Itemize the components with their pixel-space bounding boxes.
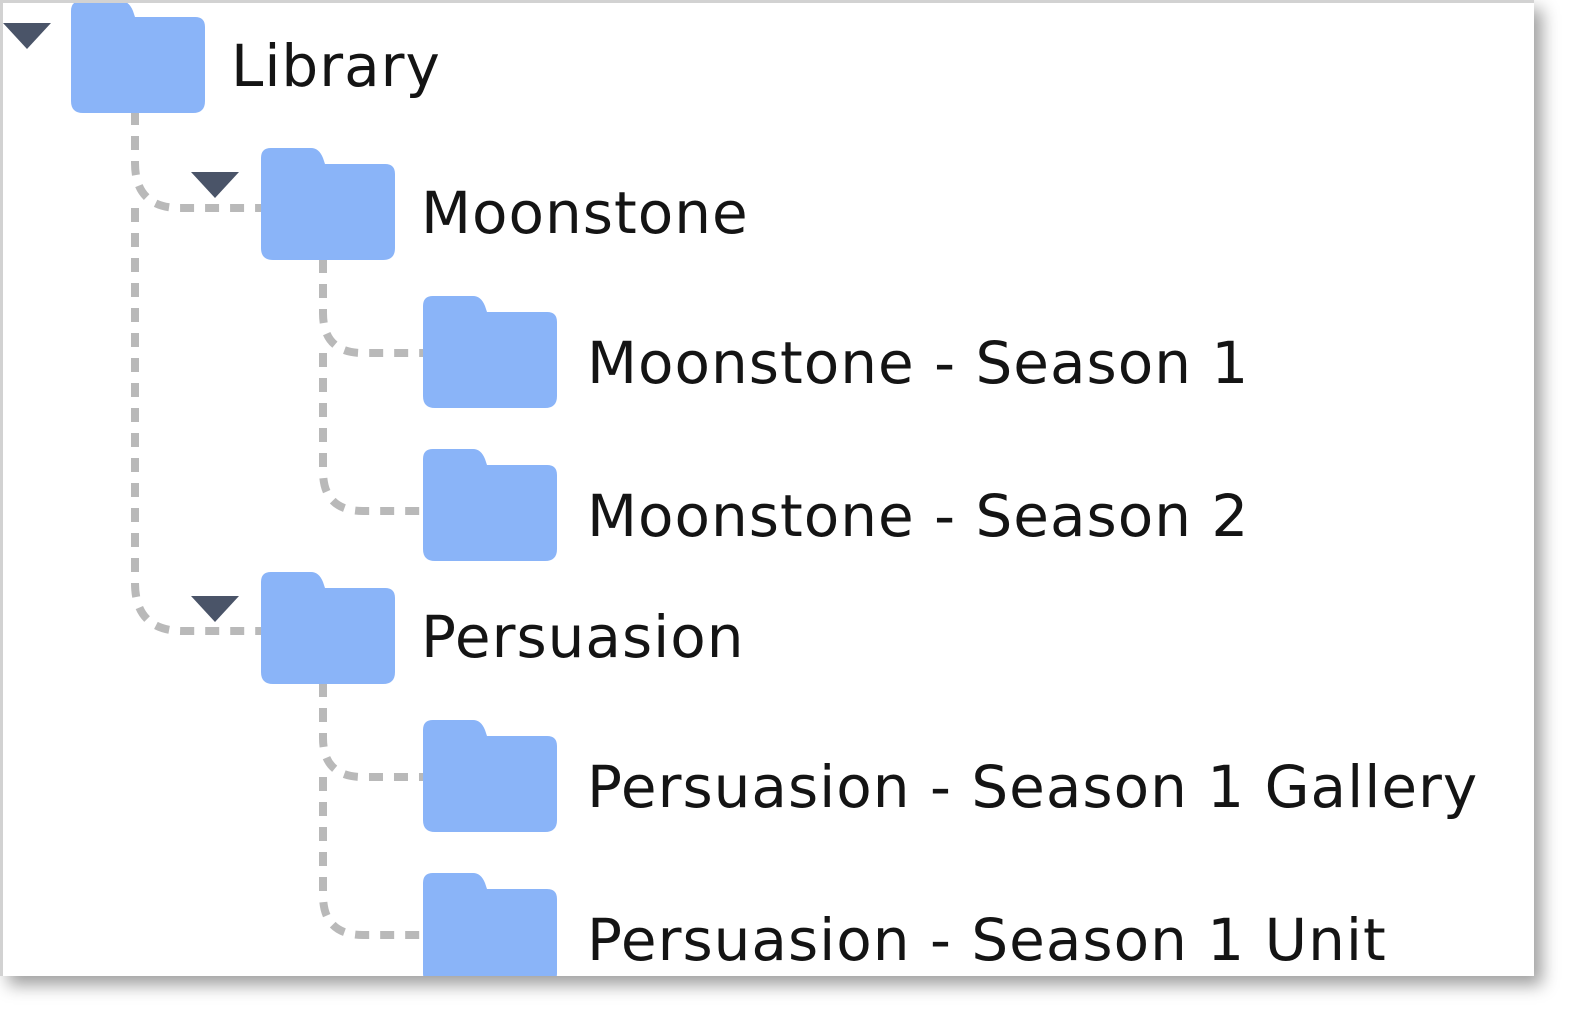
tree-node-label: Moonstone - Season 1: [587, 329, 1250, 397]
tree-node-persuasion[interactable]: Persuasion: [189, 572, 789, 692]
folder-icon: [423, 720, 557, 832]
folder-icon: [261, 148, 395, 260]
folder-tree-panel: Library Moonstone Moonstone - Season 1 M…: [0, 0, 1534, 976]
tree-node-persuasion-season-1-gallery[interactable]: Persuasion - Season 1 Gallery: [423, 720, 1534, 840]
tree-node-moonstone[interactable]: Moonstone: [189, 148, 789, 268]
tree-node-label: Persuasion - Season 1 Gallery: [587, 753, 1479, 821]
collapse-toggle-icon[interactable]: [191, 172, 239, 198]
tree-node-persuasion-season-1-unit[interactable]: Persuasion - Season 1 Unit: [423, 873, 1523, 976]
tree-node-label: Library: [231, 32, 441, 100]
folder-icon: [423, 296, 557, 408]
tree-node-moonstone-season-1[interactable]: Moonstone - Season 1: [423, 296, 1323, 416]
tree-node-moonstone-season-2[interactable]: Moonstone - Season 2: [423, 449, 1323, 569]
tree-connector-lines: [131, 111, 425, 939]
folder-icon: [423, 873, 557, 976]
collapse-toggle-icon[interactable]: [191, 596, 239, 622]
collapse-toggle-icon[interactable]: [3, 23, 51, 49]
folder-icon: [423, 449, 557, 561]
folder-icon: [261, 572, 395, 684]
tree-node-library[interactable]: Library: [3, 3, 503, 123]
tree-node-label: Persuasion - Season 1 Unit: [587, 906, 1387, 974]
tree-node-label: Moonstone: [421, 179, 749, 247]
tree-node-label: Moonstone - Season 2: [587, 482, 1250, 550]
folder-icon: [71, 3, 205, 113]
tree-node-label: Persuasion: [421, 603, 745, 671]
